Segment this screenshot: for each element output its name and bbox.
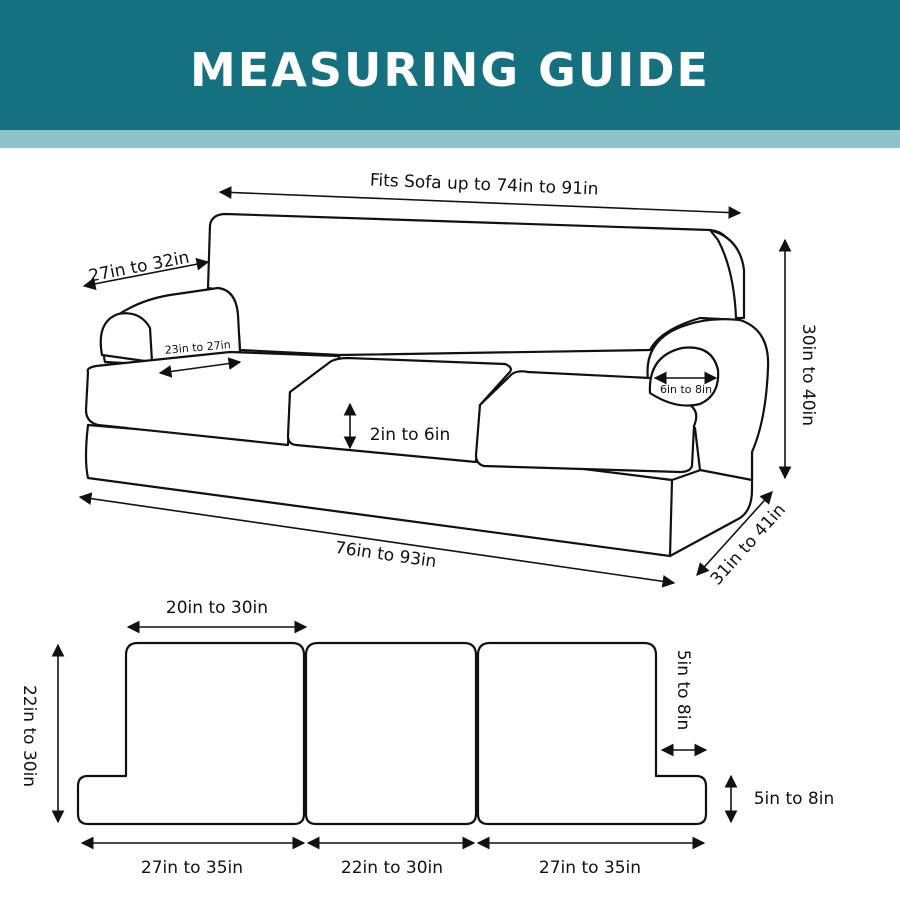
sofa-backrest — [206, 212, 742, 357]
label-left-width: 27in to 35in — [141, 858, 243, 878]
arrow-top-width — [218, 186, 742, 219]
arrow-arm-depth — [158, 357, 242, 378]
cushion-arrows — [51, 620, 738, 850]
label-right-width: 27in to 35in — [539, 858, 641, 878]
sofa-seat-right — [474, 370, 698, 474]
label-middle-width: 22in to 30in — [341, 858, 443, 878]
arrow-arm-length — [82, 257, 210, 291]
label-arm-length: 27in to 32in — [87, 248, 191, 287]
cushion-left — [76, 641, 306, 826]
label-arm-width: 6in to 8in — [660, 383, 712, 396]
label-cushion-depth: 22in to 30in — [19, 685, 39, 787]
label-back-width: 20in to 30in — [166, 598, 268, 618]
arrow-depth — [696, 491, 773, 576]
page-title: MEASURING GUIDE — [190, 43, 710, 97]
label-step-height: 5in to 8in — [673, 650, 693, 731]
sofa-arrows — [78, 186, 792, 588]
label-bottom-width: 76in to 93in — [334, 538, 438, 572]
sofa-backrest-side — [708, 228, 746, 320]
label-height: 30in to 40in — [798, 324, 818, 426]
label-top-width: Fits Sofa up to 74in to 91in — [370, 170, 599, 199]
cushion-right — [476, 641, 708, 826]
cushion-layout — [76, 641, 708, 826]
arrow-bottom-width — [78, 492, 676, 588]
header-banner — [0, 0, 900, 130]
label-arm-depth: 23in to 27in — [164, 338, 231, 357]
header-accent-strip — [0, 130, 900, 148]
cushion-middle — [304, 641, 478, 826]
label-cushion-thickness: 2in to 6in — [370, 425, 451, 445]
sofa-left-arm-cap — [99, 312, 154, 364]
label-front-height: 5in to 8in — [754, 789, 835, 809]
